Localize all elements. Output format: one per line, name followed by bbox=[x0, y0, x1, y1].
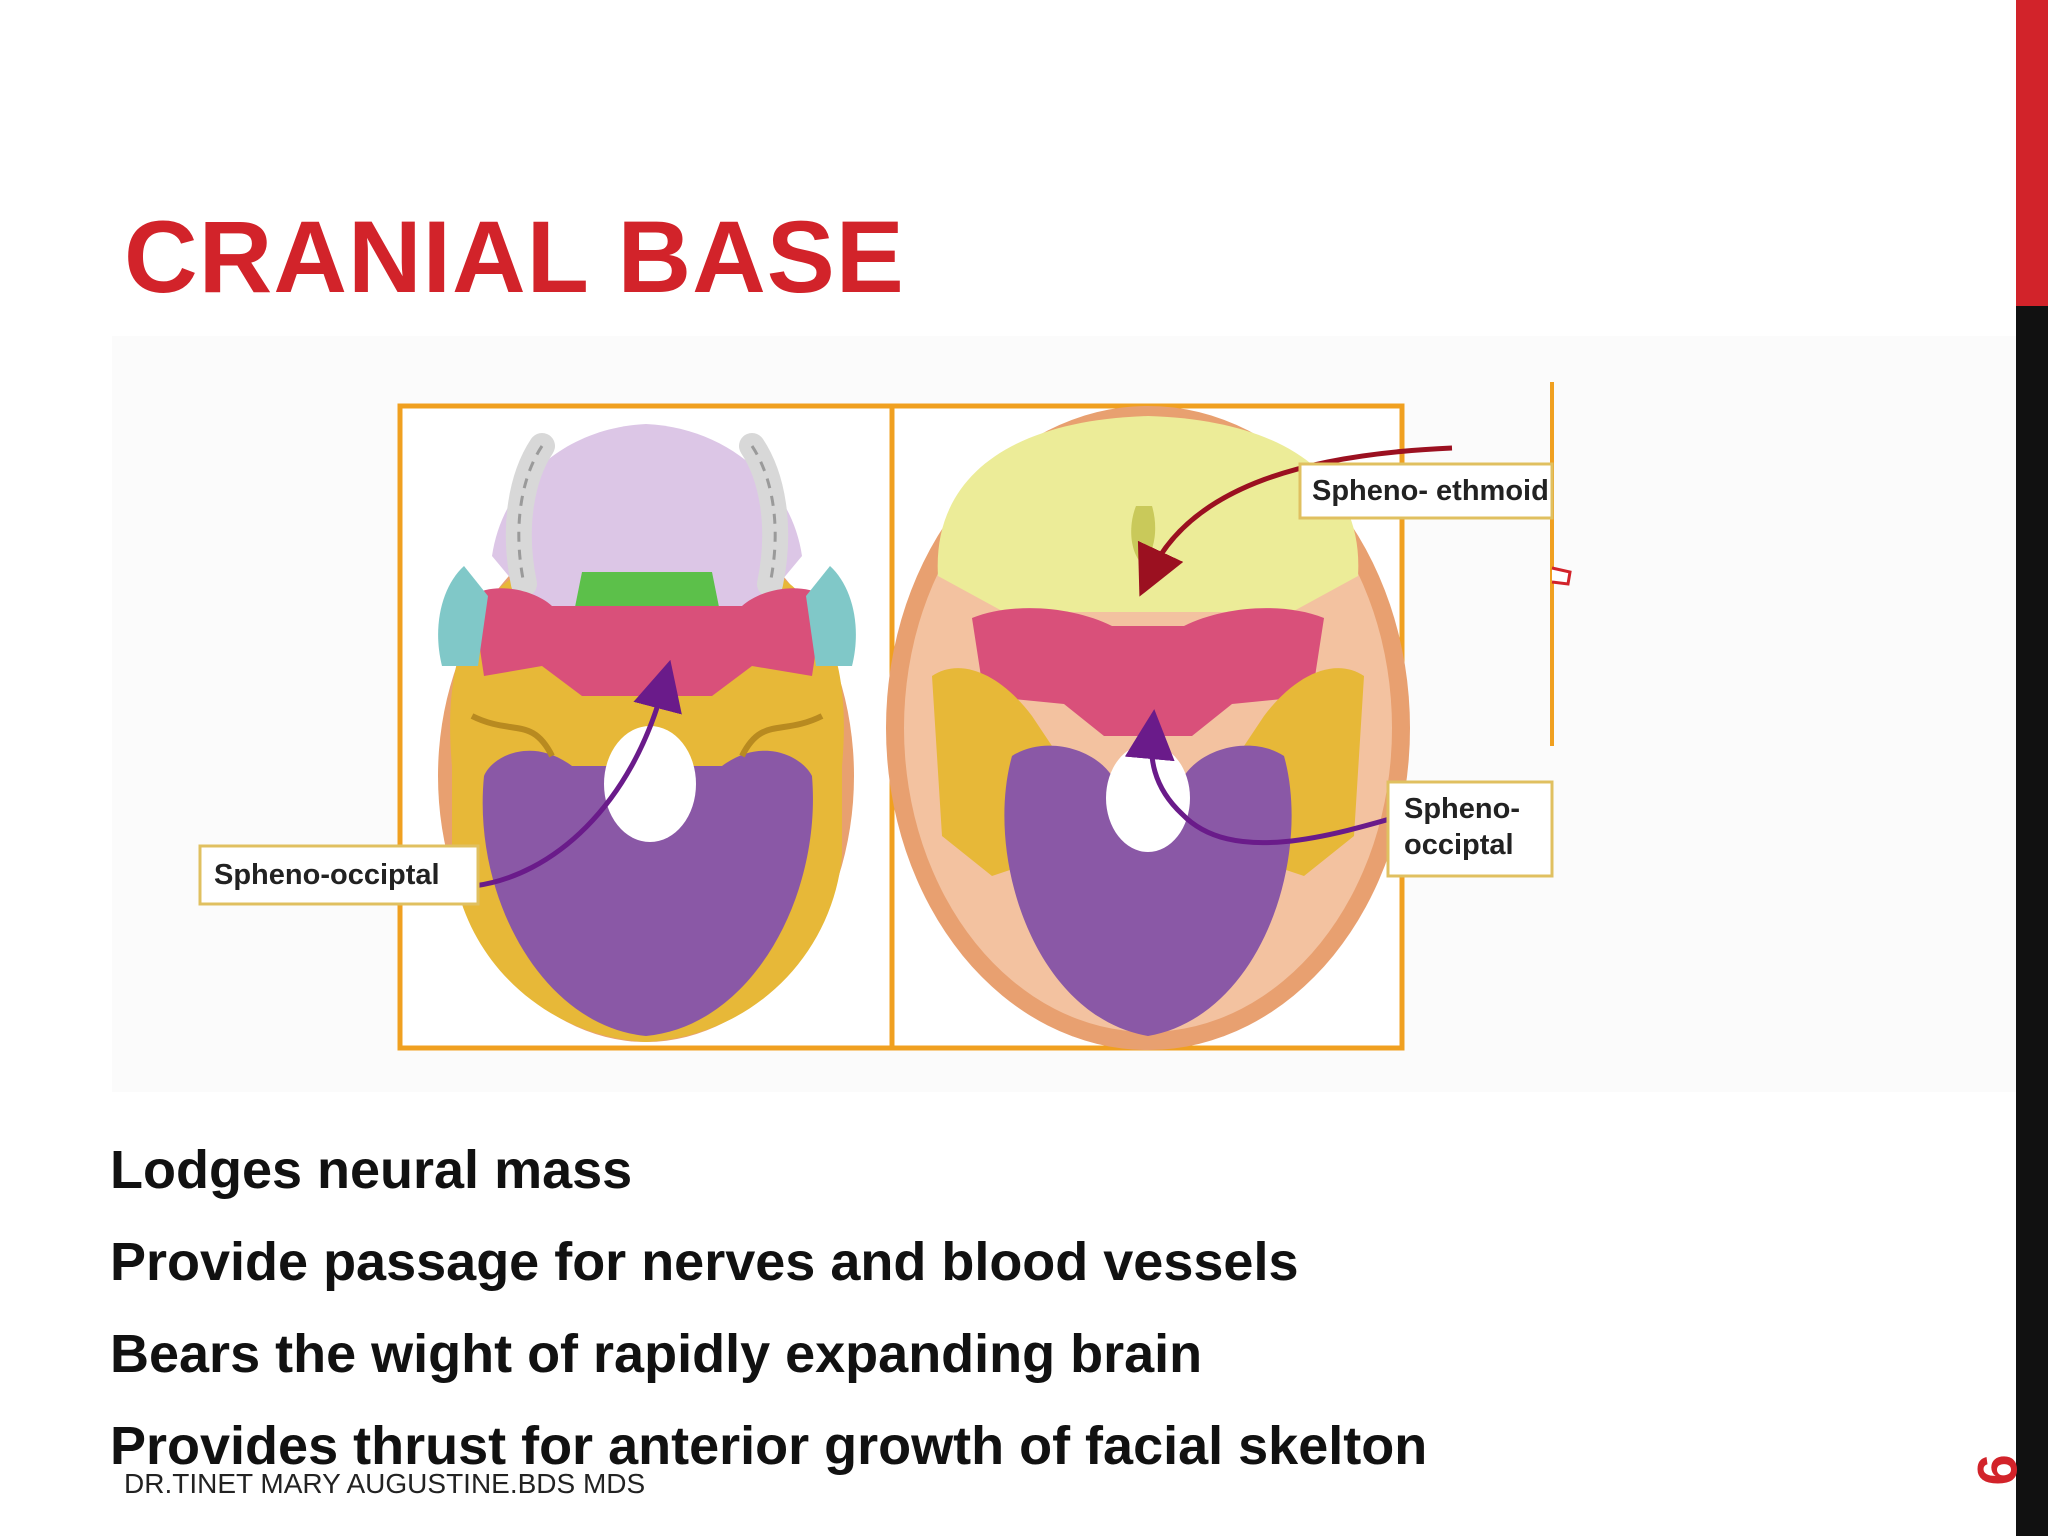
cranial-base-figure: Spheno-occiptal Spheno- ethmoid Spheno- … bbox=[112, 336, 2016, 1092]
left-spheno-occipital-arrow bbox=[473, 659, 682, 889]
right-spheno-label-line2: occiptal bbox=[1404, 829, 1514, 861]
inferior-skull-illustration bbox=[438, 424, 856, 1042]
bullet-item: Bears the wight of rapidly expanding bra… bbox=[110, 1324, 1203, 1384]
bullet-item: Provide passage for nerves and blood ves… bbox=[110, 1232, 1299, 1292]
bullet-item: Lodges neural mass bbox=[110, 1140, 633, 1200]
sidebar-accent-red bbox=[2016, 0, 2048, 306]
left-label-box bbox=[198, 844, 480, 906]
sidebar-accent-black bbox=[2016, 306, 2048, 1536]
right-label-box bbox=[1386, 780, 1554, 878]
bullet-list: Lodges neural mass Provide passage for n… bbox=[110, 1124, 1810, 1492]
right-spheno-label-line1: Spheno- bbox=[1404, 793, 1520, 825]
bullet-item: Provides thrust for anterior growth of f… bbox=[110, 1416, 1428, 1476]
slide-number: 9 bbox=[1966, 1454, 2030, 1486]
slide-title: CRANIAL BASE bbox=[124, 200, 905, 314]
spheno-ethmoid-label: Spheno- ethmoid bbox=[1312, 475, 1549, 507]
left-spheno-occipital-label: Spheno-occiptal bbox=[214, 859, 440, 891]
spheno-ethmoid-label-box bbox=[1298, 462, 1554, 520]
footer-author: DR.TINET MARY AUGUSTINE.BDS MDS bbox=[124, 1468, 646, 1499]
small-marker-icon bbox=[1551, 566, 1572, 586]
right-spheno-occipital-arrow bbox=[1124, 709, 1415, 846]
spheno-ethmoid-arrow bbox=[1137, 445, 1453, 597]
